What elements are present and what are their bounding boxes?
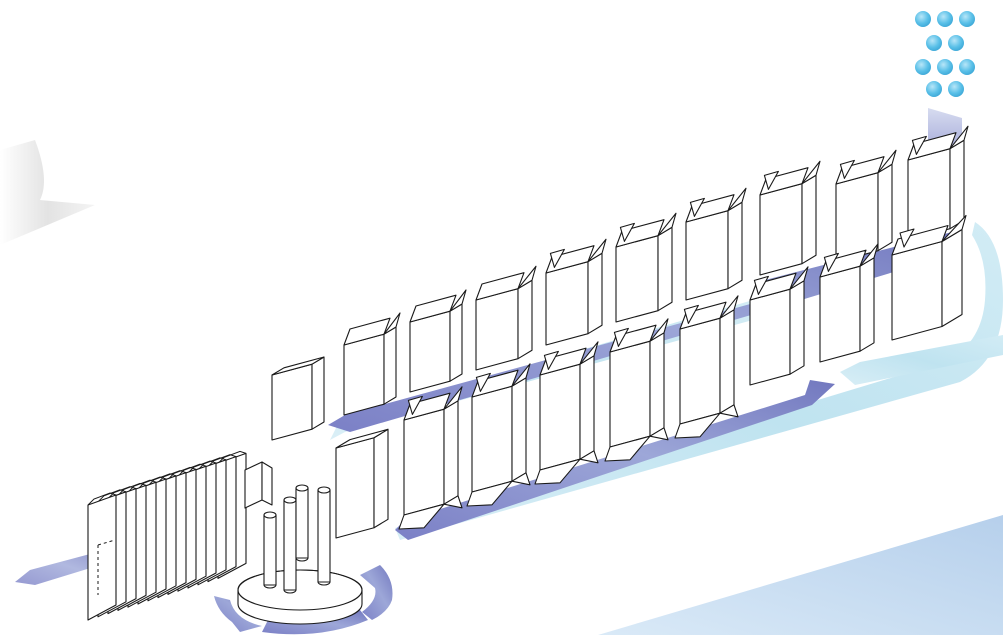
carton [398,386,463,530]
carton [819,243,879,363]
granule [959,59,975,75]
shadow-panel [0,140,95,245]
carton [466,363,531,507]
granule [937,59,953,75]
carton [674,295,739,439]
mandrel-turret-icon [237,461,363,625]
granule [915,11,931,27]
granule [948,35,964,51]
carton [271,356,325,441]
granule [959,11,975,27]
carton [759,160,821,276]
granule [926,35,942,51]
carton [907,125,969,241]
carton [409,289,467,393]
granule [915,59,931,75]
carton [343,312,401,416]
carton [615,212,677,323]
rotary-arrow-left [214,596,262,632]
carton-blank [87,494,117,621]
mandrel [283,499,297,591]
granule [926,81,942,97]
mandrel [295,487,309,559]
carton [545,238,607,346]
carton [685,187,747,301]
right-return-light [840,335,1003,385]
carton [891,214,967,341]
carton [604,318,669,462]
carton [534,341,599,485]
floor-panel [598,515,1003,635]
mandrel [263,514,277,586]
carton [475,265,537,371]
granule [948,81,964,97]
carton [335,428,389,539]
infeed-arrow [15,550,110,585]
granule [937,11,953,27]
mandrel [317,489,331,583]
return-arrow-light [395,222,1003,540]
rotary-arrow-right [360,565,393,620]
carton [749,266,809,386]
carton [835,149,897,263]
flat-carton-stack-icon [87,450,247,621]
carton-conveyor [271,125,969,539]
